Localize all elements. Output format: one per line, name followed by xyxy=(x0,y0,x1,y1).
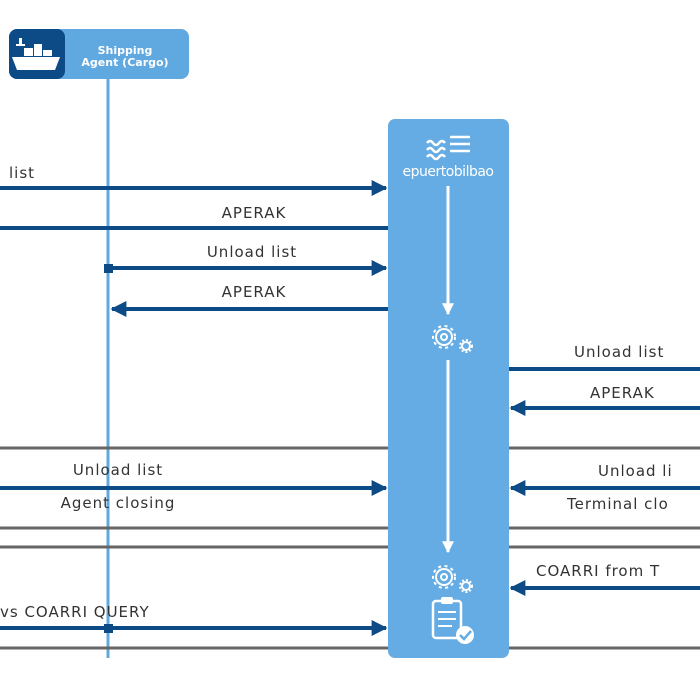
lifeline-junction xyxy=(104,624,113,633)
message-arrows xyxy=(0,180,700,636)
message-label: APERAK xyxy=(590,384,655,402)
message-labels: list APERAK Unload list APERAK Unload li… xyxy=(0,164,673,621)
phase-separators xyxy=(0,446,700,650)
message-label: APERAK xyxy=(222,283,287,301)
gears-icon xyxy=(432,325,473,353)
message-label: vs COARRI QUERY xyxy=(0,603,150,621)
lifeline-junction xyxy=(104,264,113,273)
message-label: COARRI from T xyxy=(536,562,660,580)
message-label: Unload list xyxy=(73,461,163,479)
clipboard-check-icon xyxy=(431,597,474,644)
waves-icon xyxy=(426,135,470,161)
epuertobilbao-platform: epuertobilbao xyxy=(388,119,509,658)
platform-brand: epuertobilbao xyxy=(403,164,494,180)
message-label: Unload list xyxy=(207,243,297,261)
agent-title-line1: Shipping xyxy=(98,44,153,57)
message-label: Unload list xyxy=(574,343,664,361)
gears-icon xyxy=(432,565,473,593)
message-label: Agent closing xyxy=(61,494,176,512)
message-label: APERAK xyxy=(222,204,287,222)
agent-title-line2: Agent (Cargo) xyxy=(81,56,168,69)
cargo-ship-icon xyxy=(12,38,60,70)
message-label: list xyxy=(9,164,35,182)
message-label: Unload li xyxy=(598,462,673,480)
shipping-agent-header: Shipping Agent (Cargo) xyxy=(9,29,189,79)
message-label: Terminal clo xyxy=(566,495,669,513)
